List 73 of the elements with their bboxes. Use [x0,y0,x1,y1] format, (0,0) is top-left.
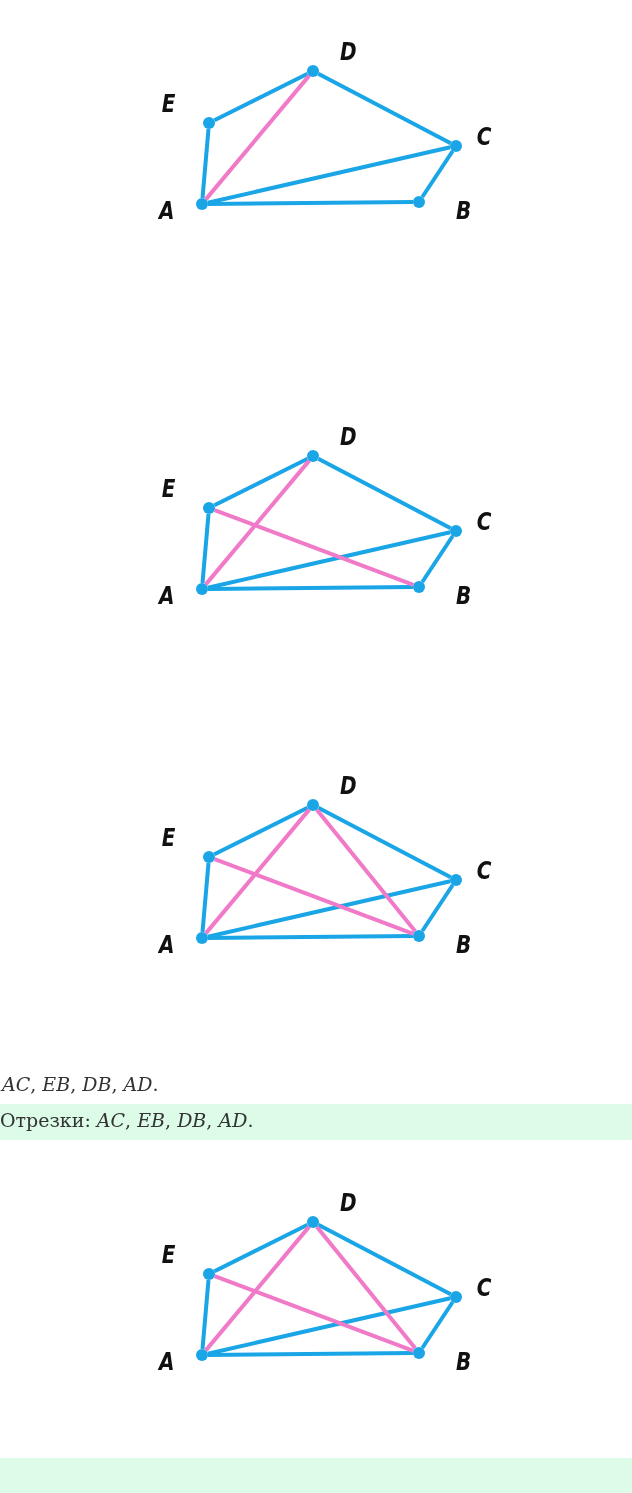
vertex-label: E [161,825,175,851]
vertex-point [450,140,462,152]
line-segment [213,857,415,936]
line-segment [213,71,309,123]
line-segment [204,808,311,935]
line-segment [213,508,415,587]
line-segment [213,1274,415,1353]
vertex-label: D [339,424,357,450]
line-segment [317,457,452,530]
line-segment [317,1223,452,1296]
vertex-point [413,196,425,208]
vertex-point [307,450,319,462]
line-segment [204,1225,311,1352]
vertex-label: D [339,1190,357,1216]
vertex-point [196,1349,208,1361]
line-segment [207,934,414,940]
vertex-label: D [339,773,357,799]
line-segment [420,534,455,584]
vertex-label: A [158,583,174,609]
vertex-label: C [476,509,492,535]
vertex-label: B [455,1349,471,1375]
line-segment [420,883,455,933]
vertex-label: E [161,1242,175,1268]
line-segment [213,805,309,857]
vertex-point [196,583,208,595]
vertex-point [203,502,215,514]
answer-text: AC, EB, DB, AD. [2,1073,159,1095]
vertex-label: B [455,583,471,609]
line-segment [317,806,452,879]
vertex-label: C [476,1275,492,1301]
line-segment [207,585,414,591]
line-segment [200,128,211,199]
line-segment [207,530,451,590]
vertex-label: C [476,124,492,150]
line-segment [200,513,211,584]
vertex-label: E [161,91,175,117]
line-segment [207,1351,414,1357]
line-segment [420,1300,455,1350]
vertex-label: A [158,1349,174,1375]
line-segment [420,149,455,199]
vertex-point [203,117,215,129]
vertex-label: A [158,932,174,958]
line-segment [204,459,311,586]
line-segment [315,1225,417,1350]
answer-text: Отрезки: AC, EB, DB, AD. [0,1109,254,1131]
vertex-point [196,932,208,944]
line-segment [200,1279,211,1350]
vertex-label: E [161,476,175,502]
line-segment [213,1222,309,1274]
line-segment [207,145,451,205]
line-segment [200,862,211,933]
vertex-point [450,525,462,537]
line-segment [207,879,451,939]
vertex-point [307,799,319,811]
vertex-point [450,1291,462,1303]
vertex-label: C [476,858,492,884]
vertex-point [450,874,462,886]
line-segment [315,808,417,933]
line-segment [204,74,311,201]
vertex-point [203,851,215,863]
vertex-label: B [455,932,471,958]
vertex-point [196,198,208,210]
vertex-label: A [158,198,174,224]
line-segment [207,1296,451,1356]
vertex-point [307,65,319,77]
vertex-point [307,1216,319,1228]
vertex-label: D [339,39,357,65]
vertex-point [203,1268,215,1280]
line-segment [317,72,452,145]
vertex-point [413,581,425,593]
line-segment [207,200,414,206]
vertex-label: B [455,198,471,224]
line-segment [213,456,309,508]
